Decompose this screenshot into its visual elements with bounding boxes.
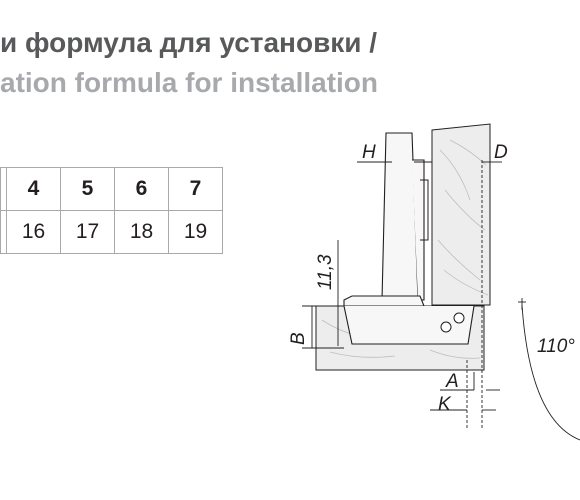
dimension-label-11-3: 11,3 — [315, 254, 336, 290]
hinge-arm — [381, 132, 429, 301]
dimension-lines — [302, 160, 580, 441]
cabinet-side-panel — [431, 123, 491, 306]
dimension-label-a: A — [445, 371, 459, 392]
dimension-label-d: D — [494, 142, 508, 163]
table-header-cell: 7 — [168, 167, 223, 211]
table-header-cell: 4 — [6, 167, 61, 211]
dimension-label-h: H — [362, 142, 376, 163]
table-value-row: 16 17 18 19 — [0, 210, 223, 254]
table-value-cell: 17 — [60, 210, 115, 254]
title-russian: и формула для установки / — [0, 27, 378, 58]
dimension-label-k: K — [438, 394, 452, 415]
parameter-table: 4 5 6 7 16 17 18 19 — [0, 167, 223, 254]
table-header-row: 4 5 6 7 — [0, 167, 223, 211]
table-value-cell: 18 — [114, 210, 169, 254]
table-value-cell: 16 — [6, 210, 61, 254]
title-english: ation formula for installation — [0, 67, 379, 98]
table-value-cell: 19 — [168, 210, 223, 254]
opening-angle-label: 110° — [537, 336, 575, 357]
hinge-cup — [343, 295, 475, 345]
dimension-label-b: B — [288, 332, 309, 345]
